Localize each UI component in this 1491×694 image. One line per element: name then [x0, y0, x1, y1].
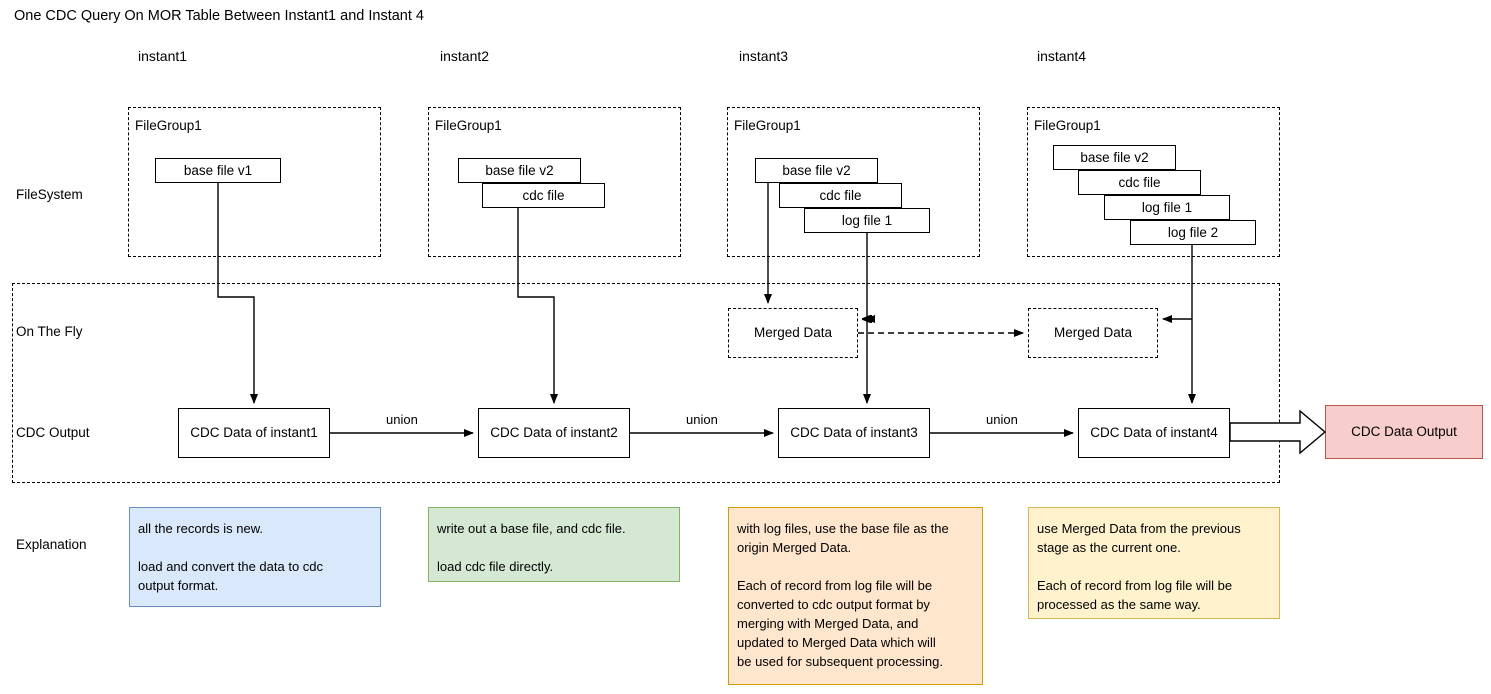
- file-box-cdc-file[interactable]: cdc file: [482, 183, 605, 208]
- merged-data-box-instant3[interactable]: Merged Data: [728, 308, 858, 358]
- filegroup-title: FileGroup1: [135, 118, 202, 133]
- file-box-log-file-1[interactable]: log file 1: [1104, 195, 1230, 220]
- instant-label-4: instant4: [1037, 48, 1087, 64]
- explanation-box-instant3: with log files, use the base file as the…: [728, 507, 983, 685]
- on-the-fly-cdc-output-container: [12, 283, 1280, 483]
- row-label-explanation: Explanation: [16, 537, 87, 552]
- union-label-2: union: [686, 412, 718, 427]
- union-label-1: union: [386, 412, 418, 427]
- cdc-data-box-instant1[interactable]: CDC Data of instant1: [178, 408, 330, 458]
- file-box-base-file-v2[interactable]: base file v2: [458, 158, 581, 183]
- page-title: One CDC Query On MOR Table Between Insta…: [14, 8, 424, 24]
- filegroup-instant3: FileGroup1: [727, 107, 980, 257]
- row-label-filesystem: FileSystem: [16, 187, 83, 202]
- filegroup-instant4: FileGroup1: [1027, 107, 1280, 257]
- filegroup-title: FileGroup1: [1034, 118, 1101, 133]
- file-box-cdc-file[interactable]: cdc file: [779, 183, 902, 208]
- cdc-data-box-instant2[interactable]: CDC Data of instant2: [478, 408, 630, 458]
- cdc-data-box-instant4[interactable]: CDC Data of instant4: [1078, 408, 1230, 458]
- cdc-data-box-instant3[interactable]: CDC Data of instant3: [778, 408, 930, 458]
- file-box-cdc-file[interactable]: cdc file: [1078, 170, 1201, 195]
- instant-label-3: instant3: [739, 48, 789, 64]
- file-box-base-file-v2[interactable]: base file v2: [755, 158, 878, 183]
- merged-data-box-instant4[interactable]: Merged Data: [1028, 308, 1158, 358]
- row-label-cdc-output: CDC Output: [16, 425, 90, 440]
- file-box-base-file-v1[interactable]: base file v1: [155, 158, 281, 183]
- file-box-log-file-2[interactable]: log file 2: [1130, 220, 1256, 245]
- explanation-box-instant2: write out a base file, and cdc file. loa…: [428, 507, 680, 582]
- file-box-log-file-1[interactable]: log file 1: [804, 208, 930, 233]
- explanation-box-instant4: use Merged Data from the previous stage …: [1028, 507, 1280, 619]
- file-box-base-file-v2[interactable]: base file v2: [1053, 145, 1176, 170]
- explanation-box-instant1: all the records is new. load and convert…: [129, 507, 381, 607]
- instant-label-2: instant2: [440, 48, 490, 64]
- instant-label-1: instant1: [138, 48, 188, 64]
- row-label-on-the-fly: On The Fly: [16, 324, 83, 339]
- filegroup-title: FileGroup1: [435, 118, 502, 133]
- union-label-3: union: [986, 412, 1018, 427]
- cdc-data-output-box[interactable]: CDC Data Output: [1325, 405, 1483, 459]
- filegroup-title: FileGroup1: [734, 118, 801, 133]
